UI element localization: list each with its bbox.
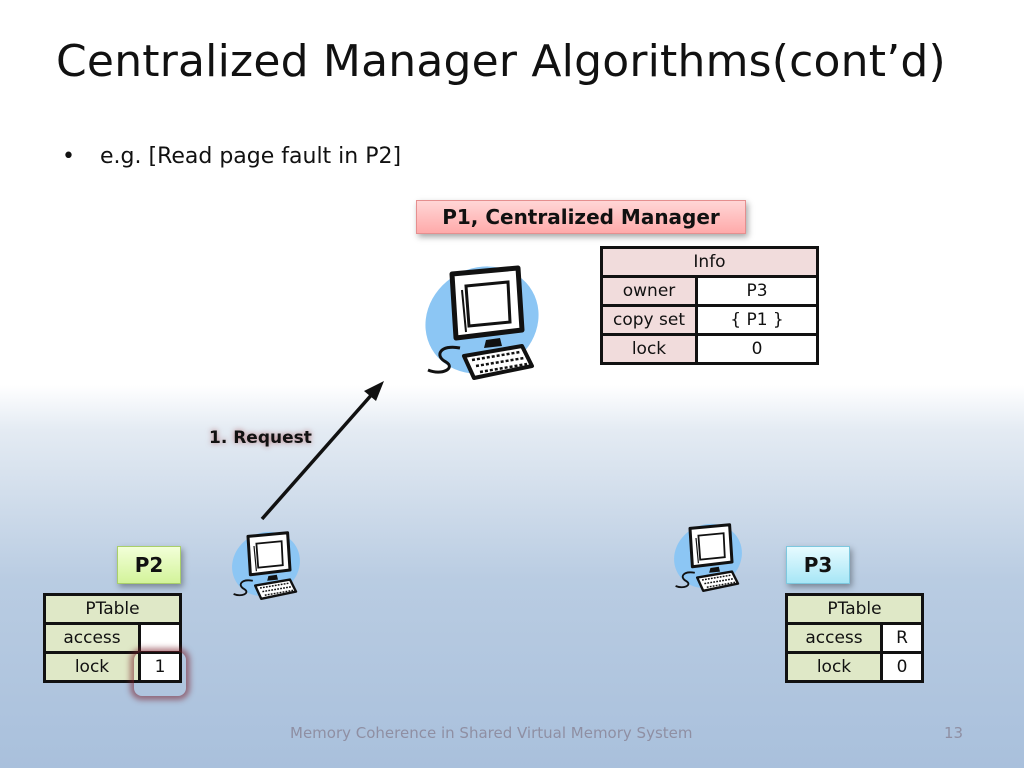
p3-value-access: R xyxy=(880,622,924,654)
p2-ptable: PTable access lock 1 xyxy=(43,593,182,683)
table-row: lock 1 xyxy=(43,651,182,683)
table-row: access xyxy=(43,622,182,654)
info-value-copy-set: { P1 } xyxy=(695,304,819,336)
table-row: PTable xyxy=(43,593,182,625)
page-number: 13 xyxy=(944,724,964,742)
info-value-lock: 0 xyxy=(695,333,819,365)
bullet-item: • e.g. [Read page fault in P2] xyxy=(62,144,401,169)
table-row: lock 0 xyxy=(785,651,924,683)
p3-key-access: access xyxy=(785,622,883,654)
p2-value-access xyxy=(138,622,182,654)
centralized-manager-label: P1, Centralized Manager xyxy=(416,200,746,234)
p3-ptable-header: PTable xyxy=(785,593,924,625)
slide-title: Centralized Manager Algorithms(cont’d) xyxy=(56,36,946,87)
table-row: access R xyxy=(785,622,924,654)
table-row: Info xyxy=(600,246,819,278)
manager-info-table: Info owner P3 copy set { P1 } lock 0 xyxy=(600,246,819,365)
info-table-header: Info xyxy=(600,246,819,278)
p2-ptable-header: PTable xyxy=(43,593,182,625)
table-row: lock 0 xyxy=(600,333,819,365)
bullet-marker: • xyxy=(62,144,75,169)
p2-value-lock: 1 xyxy=(138,651,182,683)
computer-icon-p2 xyxy=(218,518,314,610)
bullet-text: e.g. [Read page fault in P2] xyxy=(100,144,402,169)
info-key-lock: lock xyxy=(600,333,698,365)
info-value-owner: P3 xyxy=(695,275,819,307)
p3-key-lock: lock xyxy=(785,651,883,683)
p3-ptable: PTable access R lock 0 xyxy=(785,593,924,683)
info-key-owner: owner xyxy=(600,275,698,307)
p3-label: P3 xyxy=(786,546,850,584)
info-key-copy-set: copy set xyxy=(600,304,698,336)
table-row: PTable xyxy=(785,593,924,625)
p2-key-lock: lock xyxy=(43,651,141,683)
request-arrow-label: 1. Request xyxy=(209,428,312,448)
table-row: copy set { P1 } xyxy=(600,304,819,336)
request-arrow xyxy=(260,381,384,521)
p2-key-access: access xyxy=(43,622,141,654)
p3-value-lock: 0 xyxy=(880,651,924,683)
computer-icon-p3 xyxy=(660,510,756,602)
table-row: owner P3 xyxy=(600,275,819,307)
footer-text: Memory Coherence in Shared Virtual Memor… xyxy=(290,724,693,742)
p2-label: P2 xyxy=(117,546,181,584)
computer-icon-p1 xyxy=(406,246,558,394)
